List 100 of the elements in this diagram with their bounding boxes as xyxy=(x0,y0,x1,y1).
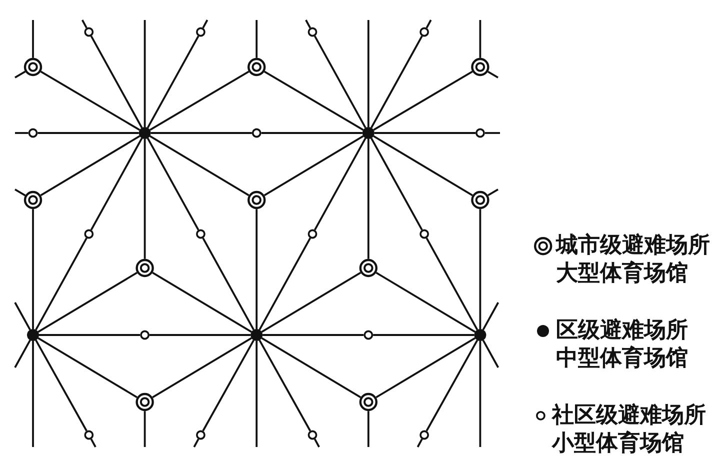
connecting-line xyxy=(81,20,88,28)
connecting-line xyxy=(482,302,500,330)
city-shelter-marker xyxy=(24,58,42,76)
connecting-line xyxy=(314,36,366,128)
connecting-line xyxy=(258,340,312,432)
connecting-line xyxy=(314,438,320,448)
connecting-line xyxy=(32,341,34,447)
connecting-line xyxy=(14,302,31,330)
district-shelter-marker xyxy=(138,127,151,139)
connecting-line xyxy=(484,132,500,134)
connecting-line xyxy=(35,238,88,330)
connecting-line xyxy=(38,337,138,398)
connecting-line xyxy=(488,70,498,78)
connecting-line xyxy=(367,20,370,127)
community-shelter-marker xyxy=(420,229,429,239)
district-shelter-marker xyxy=(27,329,39,341)
connecting-line xyxy=(202,20,208,28)
connecting-line xyxy=(256,341,258,447)
district-shelter-marker xyxy=(362,127,374,139)
community-shelter-marker xyxy=(196,430,206,440)
community-shelter-marker xyxy=(476,128,485,138)
city-shelter-marker xyxy=(136,258,154,278)
connecting-line xyxy=(488,188,498,196)
district-shelter-marker xyxy=(250,329,263,341)
community-shelter-marker xyxy=(308,229,318,239)
connecting-line xyxy=(264,70,364,131)
connecting-line xyxy=(90,438,96,448)
connecting-line xyxy=(144,411,146,447)
connecting-line xyxy=(367,139,370,259)
connecting-line xyxy=(261,337,362,398)
connecting-line xyxy=(479,20,482,58)
connecting-line xyxy=(152,272,252,333)
connecting-line xyxy=(38,132,139,134)
community-shelter-marker xyxy=(84,229,94,239)
connecting-line xyxy=(256,209,258,329)
community-shelter-marker xyxy=(252,128,262,138)
connecting-line xyxy=(479,209,482,329)
connecting-line xyxy=(426,340,478,432)
connecting-line xyxy=(373,70,473,131)
connecting-line xyxy=(193,438,200,448)
connecting-line xyxy=(150,132,252,134)
connecting-line xyxy=(40,135,140,196)
connecting-line xyxy=(144,20,146,127)
connecting-line xyxy=(479,341,482,447)
legend-label: 社区级避难场所小型体育场馆 xyxy=(552,402,706,458)
city-shelter-marker xyxy=(359,258,378,278)
city-shelter-marker xyxy=(471,58,490,76)
community-shelter-marker xyxy=(420,27,429,37)
connecting-line xyxy=(258,238,312,330)
connecting-line xyxy=(90,138,143,230)
connecting-line xyxy=(367,411,370,447)
community-shelter-marker xyxy=(84,430,94,440)
connecting-line xyxy=(370,36,423,128)
connecting-line xyxy=(261,132,362,134)
community-shelter-marker xyxy=(420,430,429,440)
community-shelter-marker xyxy=(196,229,206,239)
legend-label: 区级避难场所中型体育场馆 xyxy=(556,317,688,373)
connecting-line xyxy=(14,188,26,196)
connecting-line xyxy=(150,70,250,131)
city-shelter-marker xyxy=(24,190,42,210)
connecting-line xyxy=(261,272,362,333)
legend-label: 城市级避难场所大型体育场馆 xyxy=(556,232,710,288)
connecting-line xyxy=(35,340,88,432)
connecting-line xyxy=(426,238,478,330)
community-shelter-marker xyxy=(308,27,318,37)
connecting-line xyxy=(373,334,474,336)
community-shelter-marker xyxy=(140,330,150,340)
connecting-line xyxy=(149,135,250,196)
connecting-line xyxy=(32,20,34,58)
connecting-line xyxy=(14,340,31,368)
connecting-line xyxy=(15,132,28,134)
connecting-line xyxy=(90,36,143,128)
community-shelter-marker xyxy=(28,128,38,138)
connecting-line xyxy=(40,70,140,131)
city-shelter-marker xyxy=(248,190,266,210)
connecting-line xyxy=(370,138,423,230)
connecting-line xyxy=(482,340,500,368)
connecting-line xyxy=(305,20,312,28)
connecting-line xyxy=(32,209,34,329)
city-shelter-marker xyxy=(136,392,154,412)
connecting-line xyxy=(373,135,473,196)
connecting-line xyxy=(314,138,366,230)
community-shelter-marker xyxy=(84,27,94,37)
connecting-line xyxy=(38,272,138,333)
connecting-line xyxy=(376,337,476,398)
community-shelter-marker xyxy=(196,27,206,37)
connecting-line xyxy=(264,135,364,196)
city-shelter-marker xyxy=(471,190,490,210)
connecting-line xyxy=(14,70,26,78)
community-shelter-marker xyxy=(364,330,374,340)
connecting-line xyxy=(150,334,251,336)
connecting-line xyxy=(152,337,252,398)
connecting-line xyxy=(376,272,476,333)
city-shelter-marker xyxy=(248,58,266,76)
connecting-line xyxy=(426,20,432,28)
community-shelter-marker xyxy=(308,430,318,440)
connecting-line xyxy=(202,340,255,432)
district-shelter-marker xyxy=(474,329,486,341)
connecting-line xyxy=(39,334,140,336)
connecting-line xyxy=(374,132,476,134)
